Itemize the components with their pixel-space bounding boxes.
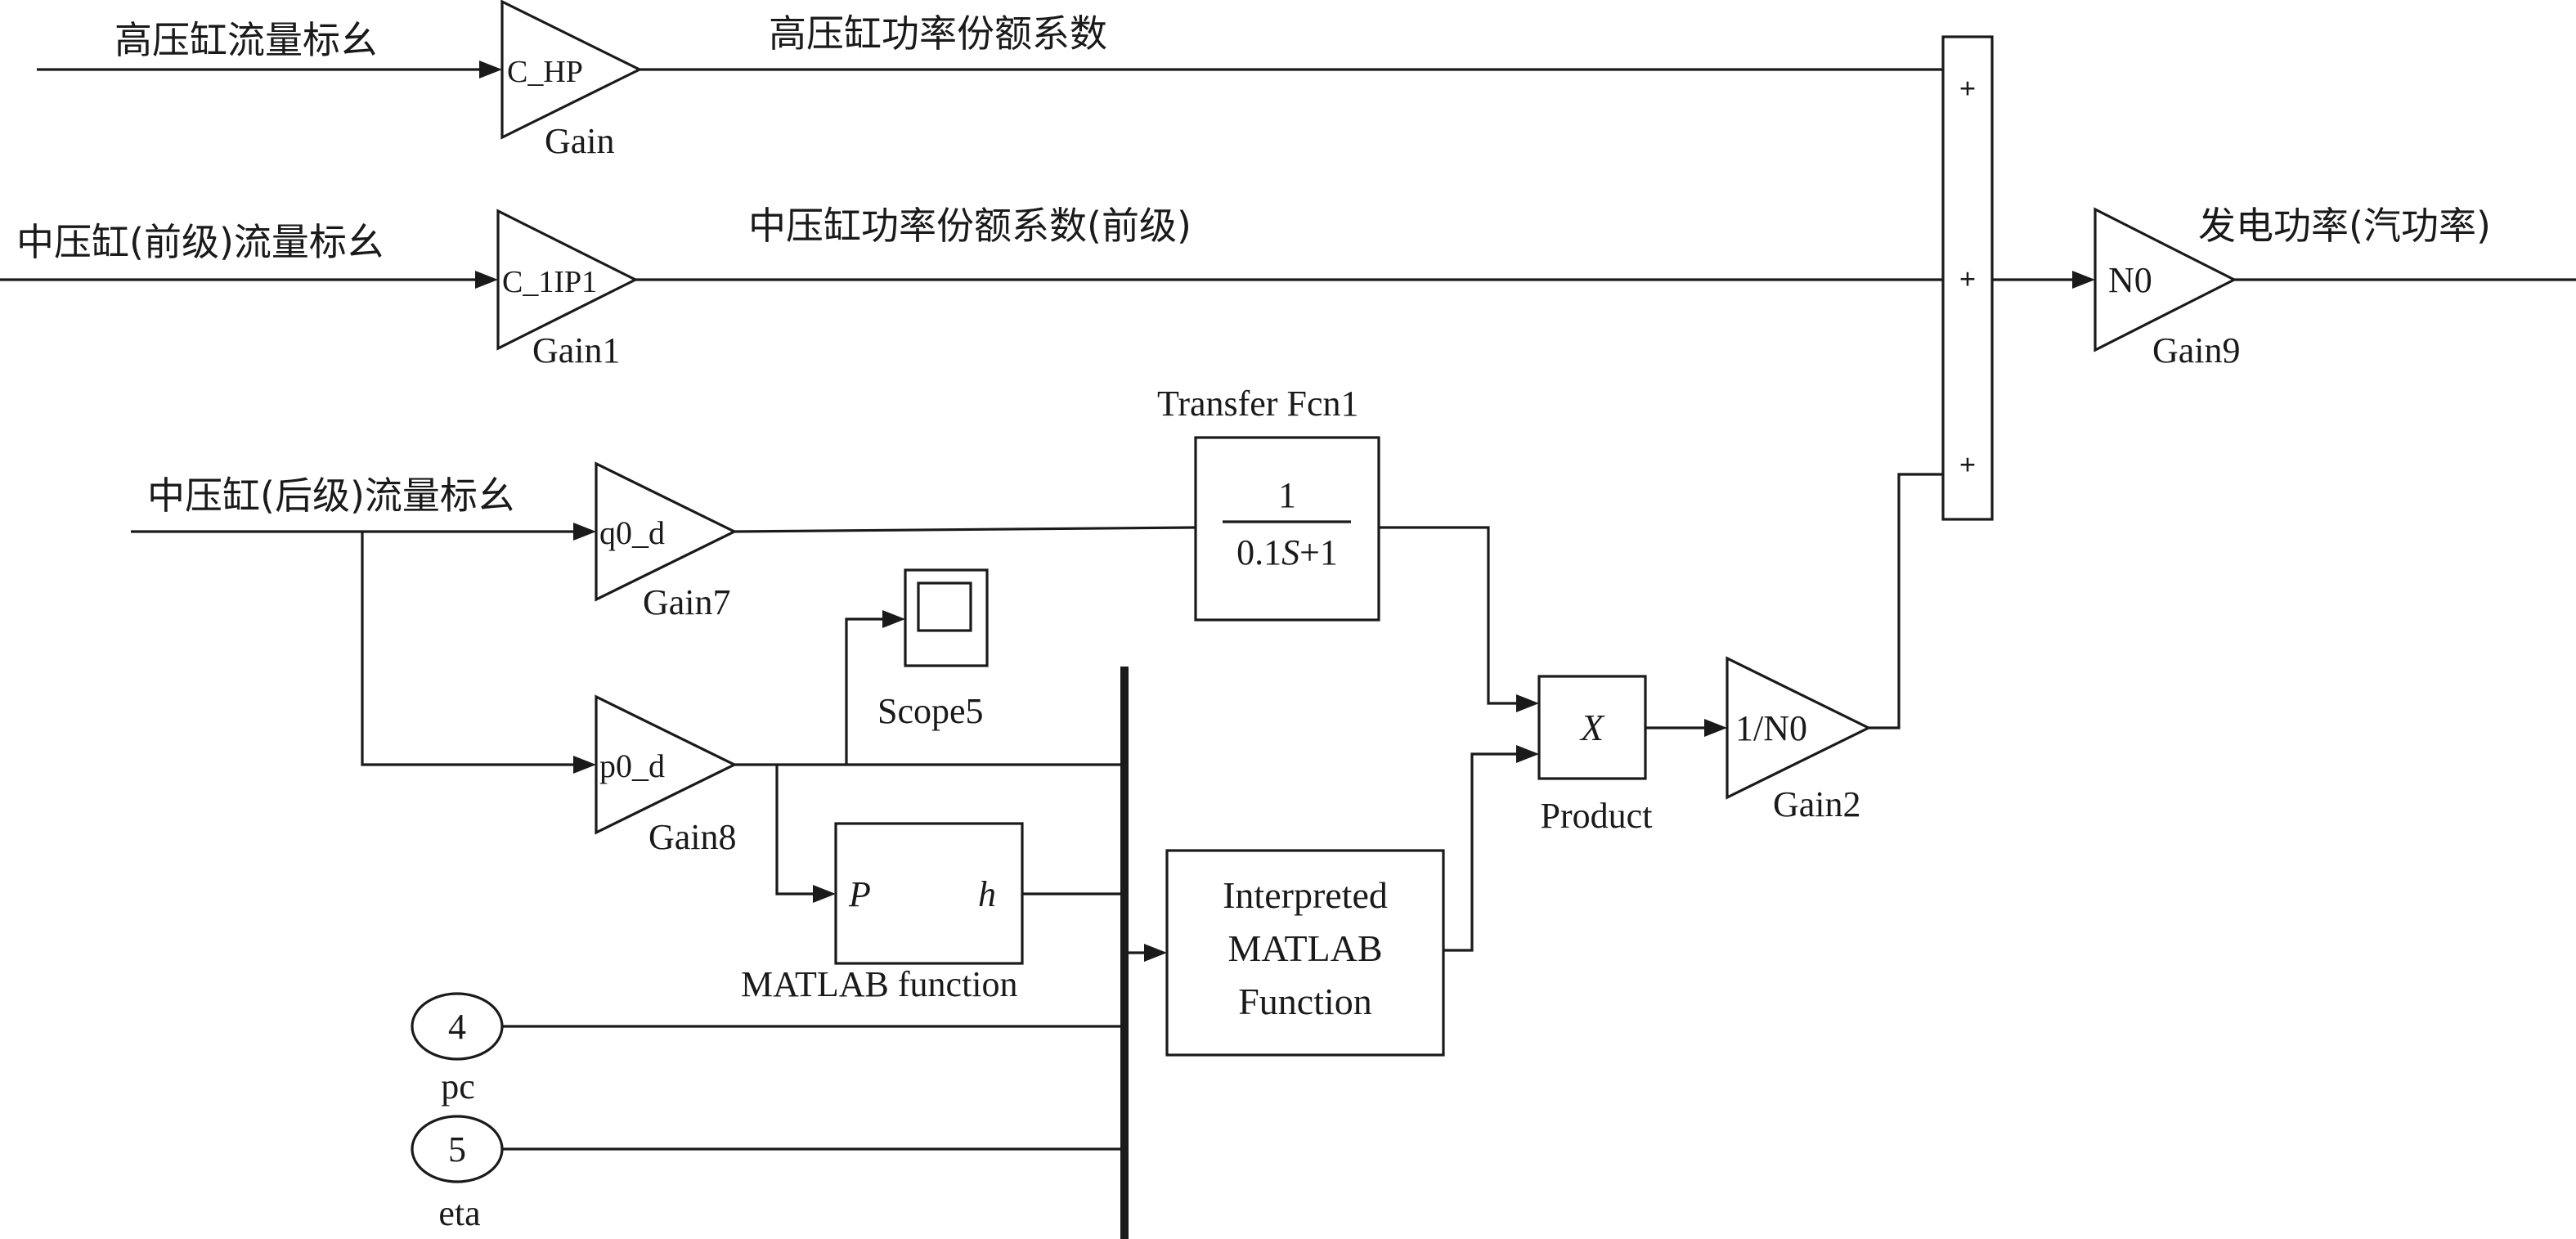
arrowhead <box>882 610 905 628</box>
gain8-name: Gain8 <box>648 817 737 857</box>
matlab-fn-block[interactable] <box>834 822 1024 965</box>
label-ip2-flow: 中压缸(后级)流量标幺 <box>147 474 515 518</box>
label-hp-flow: 高压缸流量标幺 <box>114 18 378 62</box>
label-ip1-power: 中压缸功率份额系数(前级) <box>748 204 1192 248</box>
sum-sign-1: + <box>1959 72 1977 105</box>
label-output: 发电功率(汽功率) <box>2198 204 2491 248</box>
denominator-coef: 0.1 <box>1236 532 1281 572</box>
wire-transfer-to-product <box>1379 526 1519 705</box>
gain-block[interactable] <box>500 0 643 140</box>
arrowhead <box>475 271 498 289</box>
matlab-fn-out-port: h <box>978 874 996 914</box>
arrowhead <box>1516 694 1539 712</box>
interpreted-line1: Interpreted <box>1223 874 1388 916</box>
gain9-name: Gain9 <box>2152 330 2241 370</box>
wire-gain7-to-transfer <box>734 526 1196 533</box>
inport-4-name: pc <box>441 1066 475 1107</box>
gain7-name: Gain7 <box>643 582 731 622</box>
arrowhead <box>573 523 596 541</box>
inport-4[interactable] <box>411 992 504 1061</box>
gain9-block[interactable] <box>2094 207 2237 352</box>
gain2-value: 1/N0 <box>1735 708 1807 748</box>
gain-name: Gain <box>545 121 615 161</box>
product-symbol: X <box>1579 707 1605 748</box>
gain8-value: p0_d <box>599 747 665 784</box>
gain1-block[interactable] <box>496 209 639 351</box>
gain2-block[interactable] <box>1726 656 1872 800</box>
interpreted-line3: Function <box>1238 981 1372 1022</box>
transfer-fcn-denominator: 0.1S+1 <box>1236 532 1338 572</box>
inport-5-name: eta <box>438 1193 480 1233</box>
mux-bar[interactable] <box>1120 667 1129 1239</box>
arrowhead <box>2072 271 2095 289</box>
transfer-fcn-numerator: 1 <box>1278 475 1296 515</box>
transfer-fcn-block[interactable] <box>1194 436 1380 622</box>
gain9-value: N0 <box>2108 260 2152 300</box>
transfer-fcn-name: Transfer Fcn1 <box>1157 384 1358 424</box>
wire-gain2-to-sum <box>1869 473 1943 729</box>
label-ip1-flow: 中压缸(前级)流量标幺 <box>16 220 384 264</box>
arrowhead <box>479 61 502 79</box>
arrowhead <box>1704 719 1727 737</box>
sum-sign-3: + <box>1959 448 1977 481</box>
denominator-const: +1 <box>1299 532 1338 572</box>
denominator-s: S <box>1281 532 1299 572</box>
gain7-value: q0_d <box>599 514 665 551</box>
product-block[interactable] <box>1537 675 1647 780</box>
wire-interpreted-to-product <box>1443 752 1519 952</box>
wire-branch-to-scope <box>845 617 886 765</box>
scope-screen-icon <box>917 581 972 632</box>
inport-4-number: 4 <box>448 1007 466 1047</box>
gain2-name: Gain2 <box>1773 784 1861 824</box>
wire-branch-to-matlab-fn <box>775 765 816 896</box>
interpreted-line2: MATLAB <box>1227 927 1382 969</box>
arrowhead <box>573 756 596 774</box>
gain7-block[interactable] <box>595 461 738 602</box>
sum-sign-2: + <box>1959 263 1977 295</box>
arrowhead <box>1516 745 1539 763</box>
wire-branch-to-gain8 <box>361 532 577 766</box>
matlab-fn-name: MATLAB function <box>741 964 1018 1004</box>
gain8-block[interactable] <box>595 694 738 835</box>
label-hp-power: 高压缸功率份额系数 <box>769 11 1107 56</box>
gain1-value: C_1IP1 <box>502 265 597 299</box>
interpreted-fn-block[interactable] <box>1165 849 1445 1057</box>
arrowhead <box>1144 944 1167 962</box>
sum-block[interactable] <box>1941 35 1994 521</box>
matlab-fn-in-port: P <box>848 874 871 914</box>
inport-5-number: 5 <box>448 1129 466 1169</box>
gain-value: C_HP <box>507 55 583 89</box>
arrowhead <box>813 885 836 903</box>
scope-name: Scope5 <box>877 691 984 731</box>
product-name: Product <box>1541 796 1653 836</box>
gain1-name: Gain1 <box>532 330 621 370</box>
inport-5[interactable] <box>411 1115 504 1183</box>
